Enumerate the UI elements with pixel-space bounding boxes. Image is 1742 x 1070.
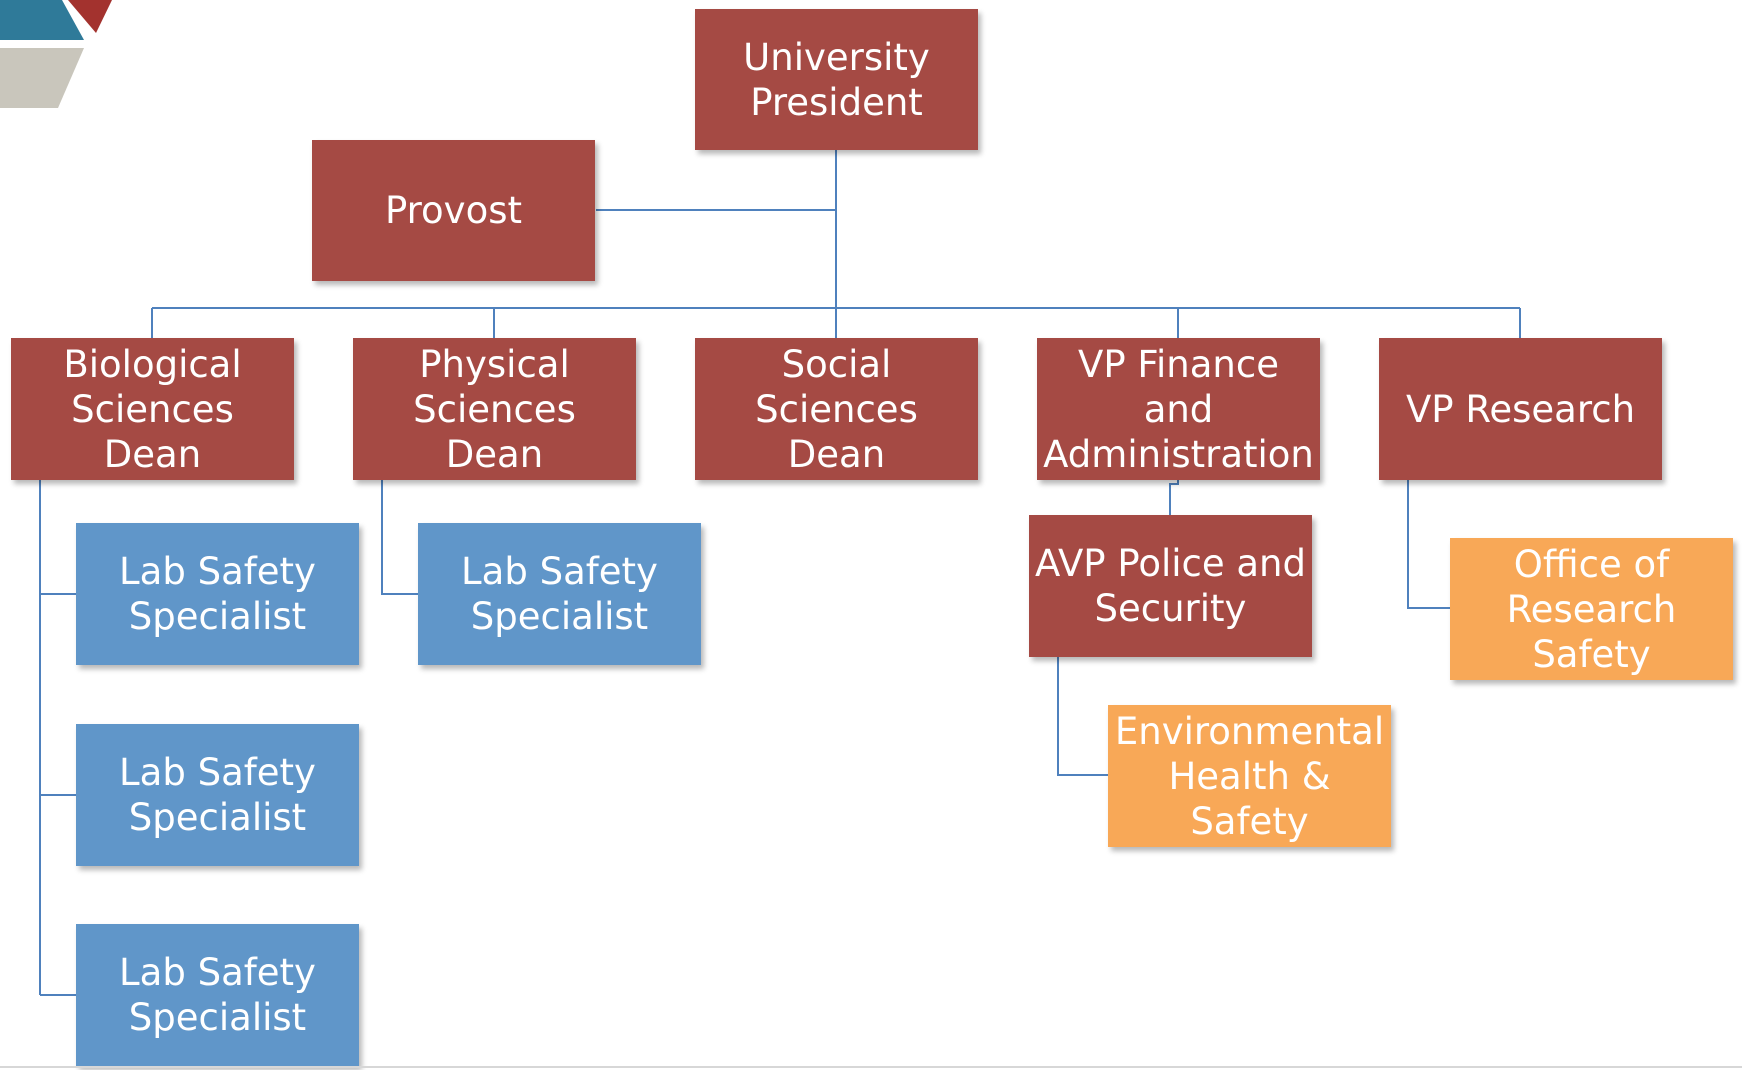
node-bio-lab-safety-specialist-2: Lab Safety Specialist [76,724,359,866]
decoration-red-shape [68,0,112,33]
connector-phys-specialist [381,480,418,595]
node-physical-sciences-dean: Physical Sciences Dean [353,338,636,480]
node-label: Lab Safety Specialist [461,550,658,638]
node-label: VP Research [1405,387,1636,431]
node-social-sciences-dean: Social Sciences Dean [695,338,978,480]
node-label: Office of Research Safety [1506,542,1677,676]
connector-ehs [1057,657,1108,776]
node-provost: Provost [312,140,595,281]
node-label: Lab Safety Specialist [119,751,316,839]
node-label: AVP Police and Security [1035,542,1306,630]
node-university-president: University President [695,9,978,150]
node-label: VP Finance and Administration [1043,342,1314,476]
decoration-teal-shape [0,0,84,40]
node-phys-lab-safety-specialist: Lab Safety Specialist [418,523,701,665]
corner-decoration [0,0,112,108]
decoration-gray-shape [0,48,84,108]
node-environmental-health-and-safety: Environmental Health & Safety [1108,705,1391,847]
node-label: Lab Safety Specialist [119,550,316,638]
connector-ors [1407,480,1450,609]
connector-avp-police [1169,480,1179,515]
connector-bio-specialists [39,480,76,996]
node-bio-lab-safety-specialist-1: Lab Safety Specialist [76,523,359,665]
node-office-of-research-safety: Office of Research Safety [1450,538,1733,680]
node-label: Social Sciences Dean [755,342,918,476]
node-label: University President [743,35,930,124]
node-label: Lab Safety Specialist [119,951,316,1039]
node-bio-lab-safety-specialist-3: Lab Safety Specialist [76,924,359,1066]
node-label: Physical Sciences Dean [413,342,576,476]
node-label: Biological Sciences Dean [63,342,242,476]
node-vp-finance-and-administration: VP Finance and Administration [1037,338,1320,480]
node-vp-research: VP Research [1379,338,1662,480]
node-avp-police-and-security: AVP Police and Security [1029,515,1312,657]
bottom-divider [0,1066,1742,1068]
node-label: Environmental Health & Safety [1114,709,1385,843]
node-biological-sciences-dean: Biological Sciences Dean [11,338,294,480]
node-label: Provost [384,189,522,232]
